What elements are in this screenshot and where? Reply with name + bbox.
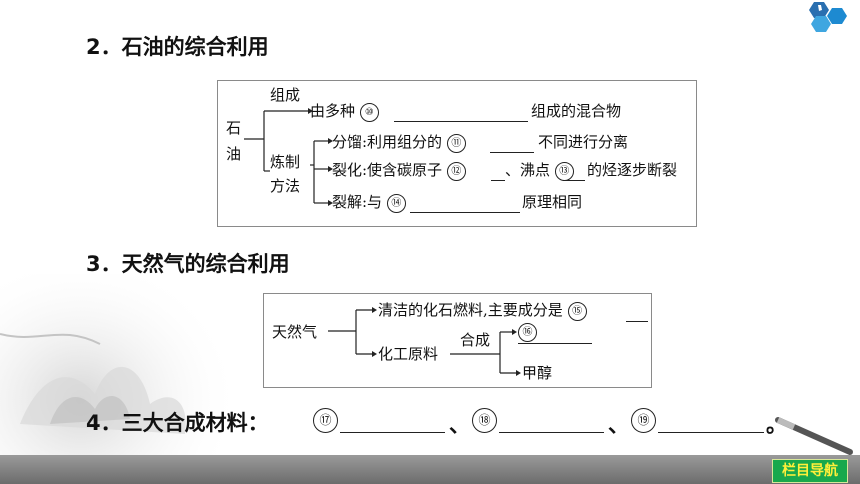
section4-title: 4．三大合成材料： [86, 411, 269, 435]
methanol-text: 甲醇 [522, 364, 553, 382]
blank-number-11: ⑪ [446, 133, 466, 153]
cracking-text: 裂化:使含碳原子 ⑫ [332, 161, 466, 181]
pyrolysis-suffix: 原理相同 [522, 193, 583, 211]
natural-gas-root: 天然气 [272, 323, 318, 341]
separator-1: 、 [449, 413, 470, 437]
fractional-distillation-suffix: 不同进行分离 [538, 133, 629, 151]
synthesis-label: 合成 [460, 331, 491, 349]
natural-gas-diagram: 天然气 清洁的化石燃料,主要成分是 ⑮ 化工原料 合成 ⑯ 甲醇 [263, 293, 652, 388]
blank-line-15[interactable] [626, 321, 648, 322]
section-navigation-button[interactable]: 栏目导航 [772, 459, 848, 483]
blank-number-12: ⑫ [446, 161, 466, 181]
cracking-suffix: 的烃逐步断裂 [587, 161, 678, 179]
blank-line-14[interactable] [410, 212, 520, 213]
clean-fuel-text: 清洁的化石燃料,主要成分是 ⑮ [378, 301, 587, 321]
blank-line-12[interactable] [491, 180, 505, 181]
section4-heading: 4．三大合成材料： [86, 407, 269, 437]
blank-number-14: ⑭ [386, 193, 406, 213]
blank-line-10[interactable] [394, 121, 528, 122]
blank-number-19: ⑲ [631, 407, 656, 433]
composition-text: 由多种 ⑩ [310, 102, 379, 122]
fractional-distillation-text: 分馏:利用组分的 ⑪ [332, 133, 466, 153]
method-label-line1: 炼制 [270, 153, 301, 171]
hexagon-logo-icon [809, 2, 847, 32]
blank-line-19[interactable] [658, 432, 764, 433]
pyrolysis-text: 裂解:与 ⑭ [332, 193, 406, 213]
blank-16-wrapper: ⑯ [518, 322, 537, 342]
blank-number-15: ⑮ [567, 301, 587, 321]
chemical-material-text: 化工原料 [378, 345, 439, 363]
composition-label: 组成 [270, 86, 301, 104]
composition-suffix: 组成的混合物 [531, 102, 622, 120]
blank-18-group: ⑱ [472, 407, 497, 433]
petroleum-bracket-lines [244, 108, 333, 206]
blank-line-13[interactable] [563, 180, 585, 181]
blank-line-16[interactable] [518, 343, 592, 344]
blank-number-16: ⑯ [518, 322, 537, 342]
blank-number-17: ⑰ [313, 407, 338, 433]
end-period: 。 [766, 413, 787, 437]
natural-gas-bracket-lines [328, 307, 521, 376]
separator-2: 、 [608, 413, 629, 437]
lotus-decoration [0, 274, 230, 484]
blank-17-group: ⑰ [313, 407, 338, 433]
blank-19-group: ⑲ [631, 407, 656, 433]
method-label-line2: 方法 [270, 177, 301, 195]
section3-heading: 3．天然气的综合利用 [86, 252, 290, 276]
footer-bar [0, 455, 860, 484]
pen-decoration [775, 417, 853, 455]
section2-heading: 2．石油的综合利用 [86, 35, 269, 59]
petroleum-root-char1: 石 [226, 119, 242, 137]
petroleum-root-char2: 油 [226, 145, 242, 163]
blank-number-10: ⑩ [359, 102, 379, 122]
blank-line-17[interactable] [340, 432, 445, 433]
blank-number-18: ⑱ [472, 407, 497, 433]
petroleum-diagram: 石 油 组成 由多种 ⑩ 组成的混合物 炼制 方法 分馏:利用组分的 ⑪ 不同进… [217, 80, 697, 227]
blank-line-18[interactable] [499, 432, 604, 433]
blank-line-11[interactable] [490, 152, 534, 153]
